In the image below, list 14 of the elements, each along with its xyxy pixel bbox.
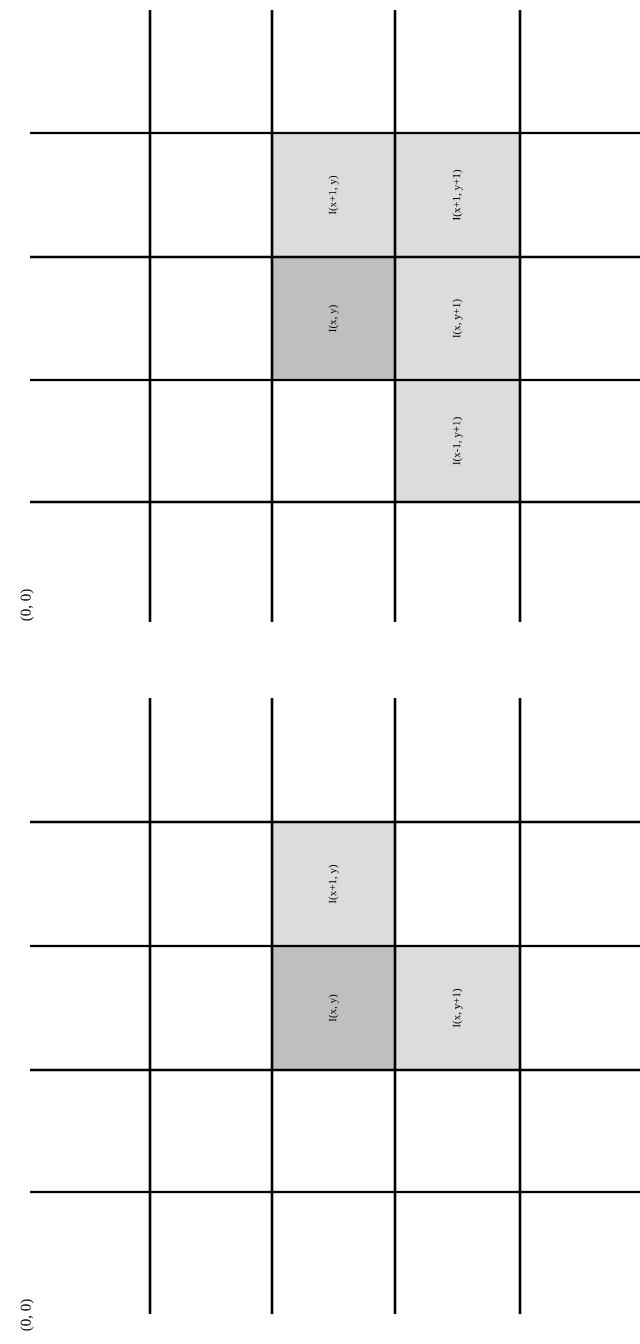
pixel-cell: I(x, y+1) (395, 946, 520, 1070)
pixel-cell: I(x+1, y) (272, 822, 395, 946)
pixel-cell: I(x, y+1) (395, 257, 520, 380)
node-label: I(x, y+1) (452, 988, 463, 1028)
pixel-cell: I(x, y) (272, 946, 395, 1070)
node-label: I(x+1, y+1) (452, 170, 463, 221)
origin-label: (0, 0) (20, 589, 34, 621)
pixel-cell: I(x, y) (272, 257, 395, 380)
node-label: I(x+1, y) (328, 175, 339, 215)
pixel-cell: I(x+1, y+1) (395, 133, 520, 257)
origin-label: (0, 0) (20, 1299, 34, 1331)
node-label: I(x, y) (328, 994, 339, 1022)
pixel-cell: I(x+1, y) (272, 133, 395, 257)
pixel-cell: I(x-1, y+1) (395, 380, 520, 502)
